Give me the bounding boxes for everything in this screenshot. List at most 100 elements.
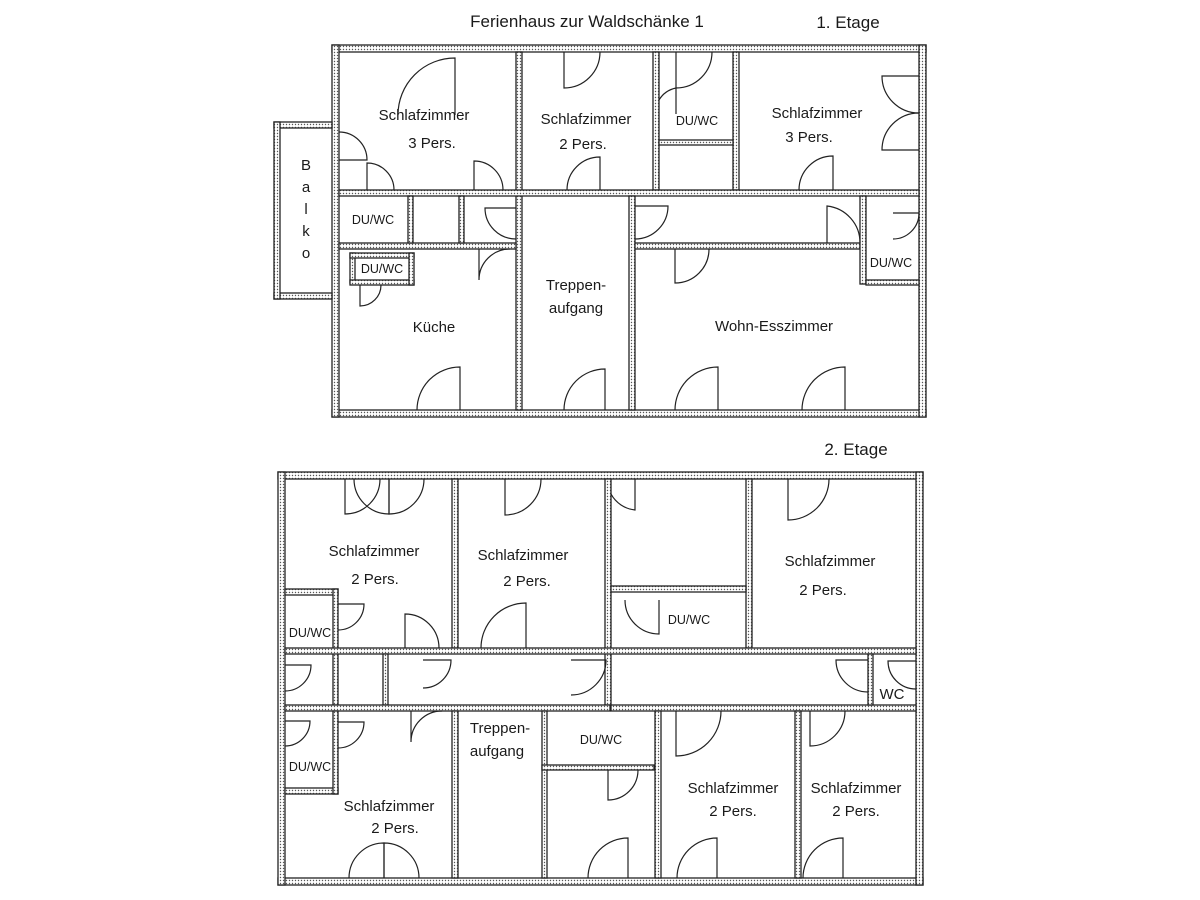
- door-swing: [607, 769, 639, 801]
- room-name: Treppen-: [470, 720, 530, 737]
- interior-wall: [867, 653, 874, 706]
- room-name: Schlafzimmer: [478, 547, 569, 564]
- bathroom-label: DU/WC: [580, 733, 622, 747]
- door-swing: [676, 837, 718, 879]
- room-name: Schlafzimmer: [329, 543, 420, 560]
- door-swing: [478, 248, 511, 281]
- balcony-label: B a l k o: [301, 157, 311, 262]
- interior-wall: [284, 787, 339, 795]
- door-swing: [787, 478, 830, 521]
- door-swing: [359, 284, 382, 307]
- balcony-letter: l: [304, 201, 307, 218]
- room-name: aufgang: [470, 743, 524, 760]
- door-swing: [473, 160, 504, 191]
- door-swing: [610, 479, 636, 511]
- door-swing: [397, 57, 456, 116]
- door-swing: [881, 112, 920, 151]
- room-capacity: 2 Pers.: [832, 803, 880, 820]
- door-swing: [504, 478, 542, 516]
- door-swing: [284, 720, 311, 747]
- floor1-outer-wall: [331, 44, 340, 418]
- door-swing: [338, 131, 368, 161]
- room-name: Schlafzimmer: [541, 111, 632, 128]
- room-name: Küche: [413, 319, 456, 336]
- floor1-plan: B a l k o Schlafzimmer 3 Pers. Schlafzim…: [273, 44, 927, 418]
- interior-wall: [745, 478, 753, 649]
- interior-wall: [610, 704, 917, 712]
- interior-wall: [794, 710, 802, 879]
- interior-wall: [541, 710, 548, 879]
- door-swing: [587, 837, 629, 879]
- bathroom-label: DU/WC: [289, 626, 331, 640]
- interior-wall: [652, 51, 660, 191]
- interior-wall: [859, 195, 867, 285]
- interior-wall: [451, 710, 459, 879]
- interior-wall: [610, 585, 747, 593]
- door-swing: [675, 710, 722, 757]
- balcony-letter: o: [302, 245, 310, 262]
- room-name: Schlafzimmer: [379, 107, 470, 124]
- room-name: Schlafzimmer: [785, 553, 876, 570]
- door-swing: [674, 366, 719, 411]
- door-swing: [570, 659, 607, 696]
- interior-wall: [382, 653, 389, 706]
- floor2-outer-wall: [277, 471, 924, 480]
- door-swing: [410, 710, 443, 743]
- bathroom-label: DU/WC: [870, 256, 912, 270]
- door-swing: [887, 660, 917, 690]
- room-name: aufgang: [549, 300, 603, 317]
- interior-wall: [408, 252, 415, 286]
- floor2-plan: Schlafzimmer 2 Pers. Schlafzimmer 2 Pers…: [277, 471, 924, 886]
- plan-title: Ferienhaus zur Waldschänke 1: [470, 12, 704, 31]
- wc-label: WC: [880, 686, 905, 703]
- floor1-label: 1. Etage: [816, 13, 879, 32]
- floor2-outer-wall: [915, 471, 924, 886]
- bathroom-label: DU/WC: [361, 262, 403, 276]
- interior-wall: [349, 279, 415, 286]
- floor2-label: 2. Etage: [824, 440, 887, 459]
- floor1-outer-wall: [331, 409, 927, 418]
- room-name: Schlafzimmer: [811, 780, 902, 797]
- door-swing: [566, 156, 601, 191]
- interior-wall: [515, 51, 523, 411]
- door-swing: [798, 155, 834, 191]
- room-capacity: 2 Pers.: [799, 582, 847, 599]
- balcony-letter: B: [301, 157, 311, 174]
- interior-wall: [407, 195, 414, 244]
- bathroom-label: DU/WC: [289, 760, 331, 774]
- room-capacity: 3 Pers.: [785, 129, 833, 146]
- door-swing: [422, 659, 452, 689]
- bathroom-label: DU/WC: [668, 613, 710, 627]
- room-name: Wohn-Esszimmer: [715, 318, 833, 335]
- door-swing: [284, 664, 312, 692]
- room-capacity: 2 Pers.: [709, 803, 757, 820]
- interior-wall: [865, 279, 920, 286]
- door-swing: [802, 837, 844, 879]
- balcony-wall: [273, 121, 281, 300]
- room-name: Schlafzimmer: [344, 798, 435, 815]
- room-name: Schlafzimmer: [772, 105, 863, 122]
- room-capacity: 2 Pers.: [351, 571, 399, 588]
- floor2-outer-wall: [277, 877, 924, 886]
- door-swing: [383, 842, 420, 879]
- door-swing: [826, 205, 861, 244]
- door-swing: [563, 368, 606, 411]
- door-swing: [344, 478, 381, 515]
- floor1-outer-wall: [331, 44, 927, 53]
- interior-wall: [658, 139, 734, 146]
- room-capacity: 2 Pers.: [559, 136, 607, 153]
- door-swing: [881, 75, 920, 114]
- door-swing: [404, 613, 440, 649]
- floor1-outer-wall: [918, 44, 927, 418]
- door-swing: [624, 599, 660, 635]
- door-swing: [634, 205, 669, 240]
- balcony-wall: [273, 121, 333, 129]
- door-swing: [801, 366, 846, 411]
- interior-wall: [458, 195, 465, 244]
- room-capacity: 2 Pers.: [503, 573, 551, 590]
- door-swing: [348, 842, 385, 879]
- interior-wall: [628, 195, 636, 411]
- room-name: Treppen-: [546, 277, 606, 294]
- door-swing: [675, 51, 713, 89]
- door-swing: [353, 478, 390, 515]
